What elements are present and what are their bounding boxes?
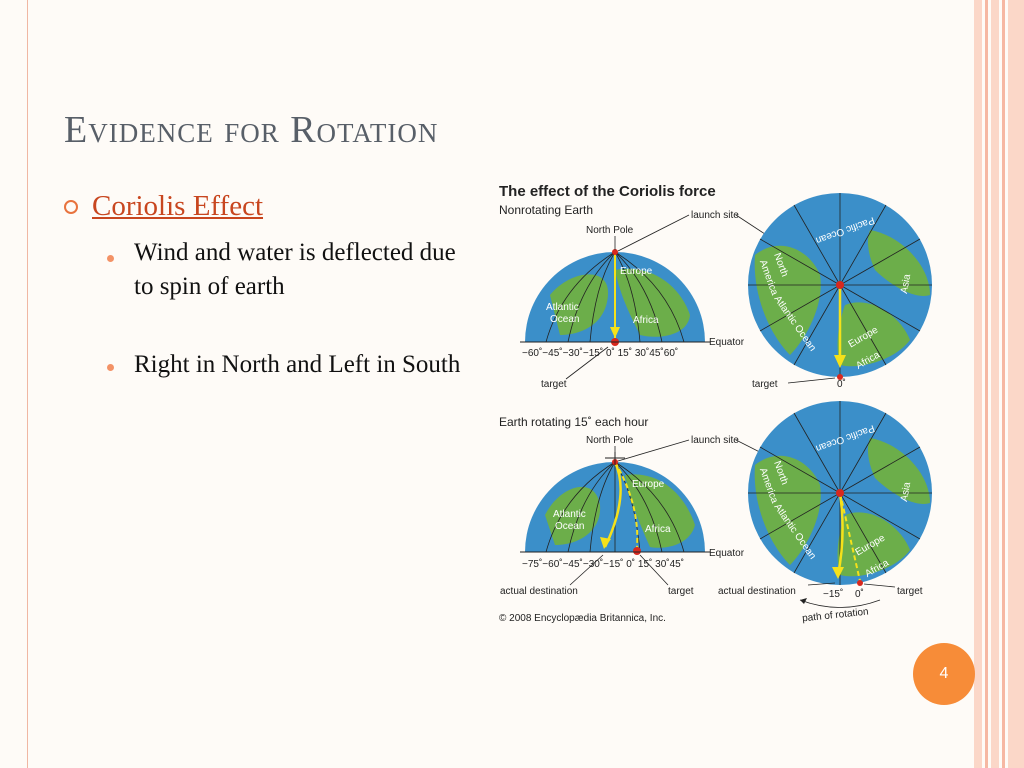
- north-pole-label: North Pole: [586, 225, 634, 236]
- label-asia: Asia: [899, 273, 913, 294]
- hemisphere-nonrotating: Atlantic Ocean Europe Africa: [520, 249, 710, 346]
- zero-label: 0˚: [837, 378, 846, 390]
- page-number-badge: 4: [913, 643, 975, 705]
- minus15-label: −15˚: [823, 588, 843, 600]
- actual-destination-label-globe: actual destination: [718, 586, 796, 597]
- launch-site-label: launch site: [691, 210, 739, 221]
- label-europe-bottom: Europe: [632, 479, 665, 490]
- launch-site-label-bottom: launch site: [691, 435, 739, 446]
- hemisphere-rotating: Atlantic Ocean Europe Africa: [520, 452, 710, 555]
- target-label: target: [541, 379, 567, 390]
- bullet-dot-icon: [107, 255, 114, 262]
- ring-bullet-icon: [64, 200, 78, 214]
- coriolis-diagram: The effect of the Coriolis force Nonrota…: [499, 183, 932, 625]
- rotation-arrowhead: [800, 598, 807, 604]
- diagram-title: The effect of the Coriolis force: [499, 183, 716, 200]
- top-caption: Nonrotating Earth: [499, 203, 593, 217]
- rotation-arc: [799, 599, 881, 608]
- label-europe: Europe: [620, 266, 653, 277]
- label-asia-bottom: Asia: [899, 481, 913, 502]
- target-label-bottom: target: [668, 586, 694, 597]
- bottom-caption: Earth rotating 15˚ each hour: [499, 415, 648, 429]
- bullet-text-1: Wind and water is deflected due to spin …: [134, 239, 456, 300]
- label-africa: Africa: [633, 315, 659, 326]
- equator-label: Equator: [709, 337, 745, 348]
- actual-destination-label: actual destination: [500, 586, 578, 597]
- label-atlantic-bottom: Atlantic: [553, 509, 586, 520]
- label-ocean-bottom: Ocean: [555, 521, 584, 532]
- globe-rotating: Pacific Ocean Asia North America Atlanti…: [748, 401, 932, 586]
- slide-title: Evidence for Rotation: [64, 109, 439, 151]
- target-label-globe: target: [752, 379, 778, 390]
- label-ocean: Ocean: [550, 314, 579, 325]
- north-pole-label-bottom: North Pole: [586, 435, 634, 446]
- path-of-rotation-label: path of rotation: [802, 607, 870, 625]
- label-atlantic: Atlantic: [546, 302, 579, 313]
- label-africa-bottom: Africa: [645, 524, 671, 535]
- target-label-globe-bottom: target: [897, 586, 923, 597]
- bullet-dot-icon: [107, 364, 114, 371]
- bullet-text-2: Right in North and Left in South: [134, 351, 461, 378]
- left-border-line: [27, 0, 28, 768]
- bottom-longitude-labels: −75˚−60˚−45˚−30˚−15˚ 0˚ 15˚ 30˚45˚: [522, 558, 684, 570]
- zero-label-bottom: 0˚: [855, 588, 864, 600]
- decorative-side-stripes: [974, 0, 1024, 768]
- globe-nonrotating: Pacific Ocean Asia North America Atlanti…: [748, 193, 932, 380]
- equator-label-bottom: Equator: [709, 548, 745, 559]
- copyright-label: © 2008 Encyclopædia Britannica, Inc.: [499, 613, 666, 624]
- coriolis-effect-link[interactable]: Coriolis Effect: [92, 190, 264, 222]
